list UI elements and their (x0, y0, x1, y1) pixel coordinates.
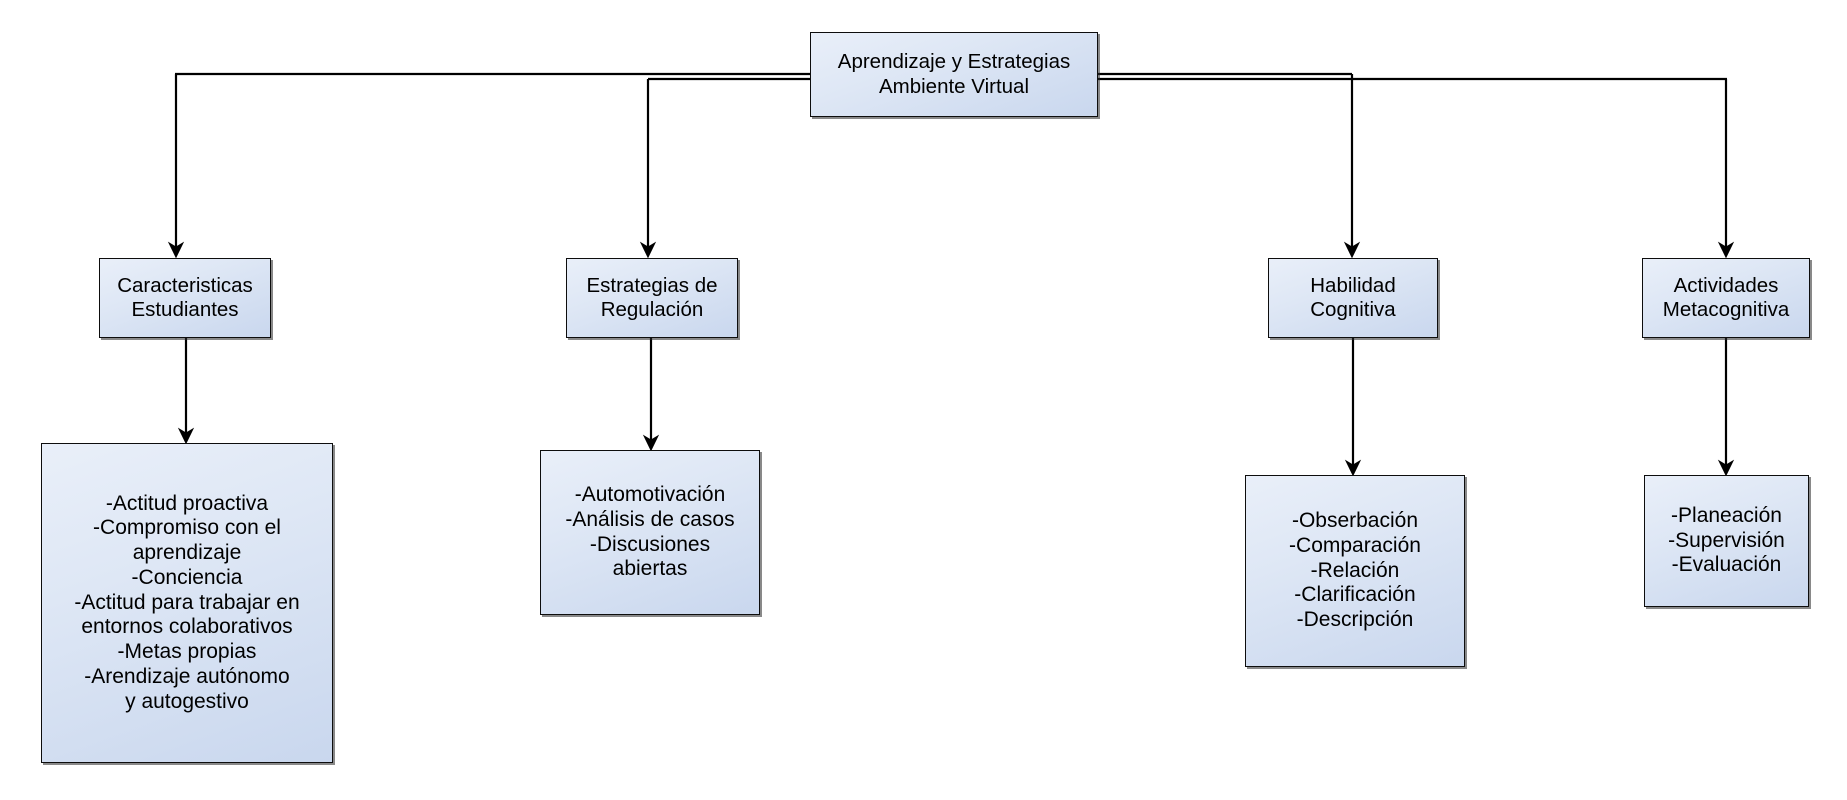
node-category-habilidad-cognitiva[interactable]: Habilidad Cognitiva (1268, 258, 1438, 338)
node-detail-estrategias-de-regulacion[interactable]: -Automotivación -Análisis de casos -Disc… (540, 450, 760, 615)
node-category-estrategias-de-regulacion[interactable]: Estrategias de Regulación (566, 258, 738, 338)
node-detail-actividades-metacognitiva[interactable]: -Planeación -Supervisión -Evaluación (1644, 475, 1809, 607)
node-detail-caracteristicas-estudiantes[interactable]: -Actitud proactiva -Compromiso con el ap… (41, 443, 333, 763)
node-root-aprendizaje[interactable]: Aprendizaje y Estrategias Ambiente Virtu… (810, 32, 1098, 117)
node-category-actividades-metacognitiva[interactable]: Actividades Metacognitiva (1642, 258, 1810, 338)
node-detail-habilidad-cognitiva[interactable]: -Obserbación -Comparación -Relación -Cla… (1245, 475, 1465, 667)
node-category-caracteristicas-estudiantes[interactable]: Caracteristicas Estudiantes (99, 258, 271, 338)
